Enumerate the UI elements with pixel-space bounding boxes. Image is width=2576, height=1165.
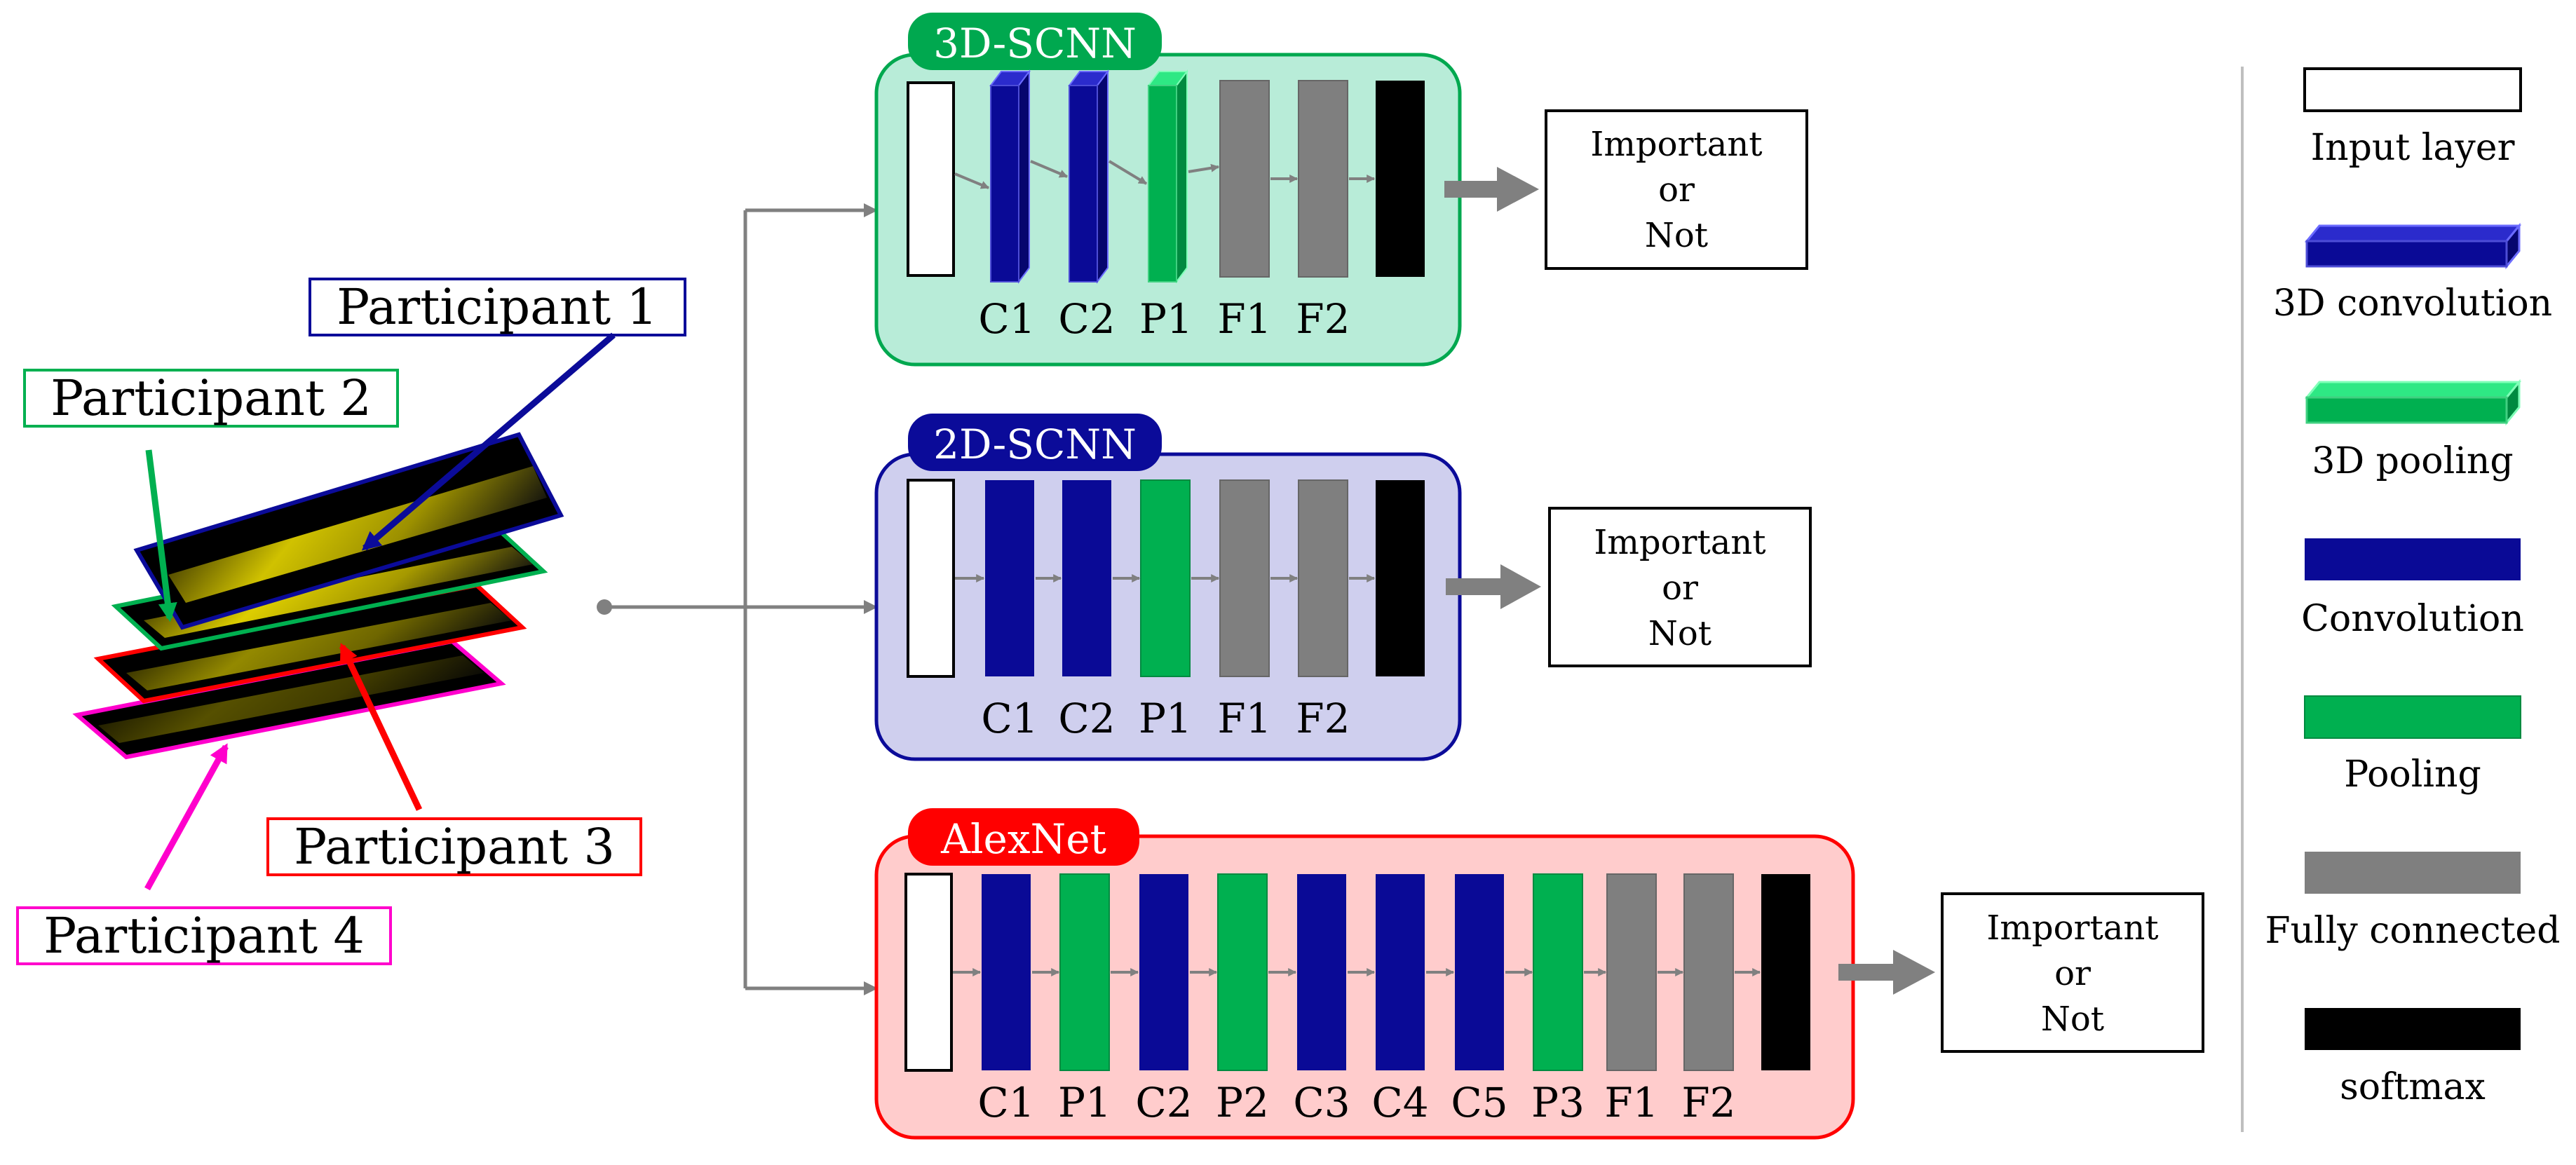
scnn2d-output-line-3: Not (1648, 614, 1711, 653)
scnn2d-label-f2: F2 (1296, 695, 1350, 742)
pool3d-layer-p1 (1147, 69, 1188, 284)
scnn3d-label-p1: P1 (1139, 295, 1193, 343)
conv3d-layer-c2 (1068, 69, 1109, 284)
scnn2d-label-p1: P1 (1139, 695, 1192, 742)
pool-layer-p2 (1217, 873, 1268, 1071)
participant-2-label: Participant 2 (50, 369, 372, 427)
alexnet-label-p3: P3 (1531, 1079, 1585, 1126)
scnn2d-title: 2D-SCNN (933, 421, 1137, 468)
softmax-layer (1376, 480, 1425, 676)
fc-layer-f1 (1219, 80, 1270, 278)
fully-connected-swatch (2305, 852, 2521, 894)
fc-layer-f2 (1298, 479, 1348, 677)
scnn3d-output-line-3: Not (1645, 216, 1708, 255)
participant-3-label: Participant 3 (294, 818, 615, 876)
alexnet-output-line-1: Important (1986, 908, 2158, 948)
softmax-layer (1376, 81, 1425, 277)
3d-convolution-swatch (2304, 222, 2522, 270)
fc-layer-f1 (1606, 873, 1657, 1071)
scnn2d-label-f1: F1 (1217, 695, 1271, 742)
fc-layer-f2 (1298, 80, 1348, 278)
softmax-layer (1761, 874, 1810, 1070)
conv-layer-c5 (1455, 874, 1504, 1070)
participant-1-label: Participant 1 (337, 278, 658, 336)
scnn3d-label-f2: F2 (1296, 295, 1350, 343)
alexnet-label-c4: C4 (1371, 1079, 1428, 1126)
scnn3d-panel: 3D-SCNN C1 C2 P1 F1 (874, 13, 1462, 367)
pool-layer-p1 (1059, 873, 1110, 1071)
alexnet-output-line-3: Not (2041, 1000, 2104, 1039)
participant-image-stack (72, 432, 564, 760)
fc-layer-f2 (1683, 873, 1734, 1071)
scnn2d-output-line-2: or (1662, 568, 1698, 608)
legend-pooling-label: Pooling (2344, 754, 2481, 796)
pool-layer-p1 (1140, 479, 1191, 677)
alexnet-panel: AlexNet C1 P1 C2 P2 C3 C4 (874, 808, 1855, 1140)
scnn2d-label-c1: C1 (981, 695, 1038, 742)
alexnet-output-arrow (1838, 950, 1935, 995)
legend-convolution-label: Convolution (2301, 598, 2524, 640)
pool-layer-p3 (1533, 873, 1583, 1071)
alexnet-label-f2: F2 (1681, 1079, 1735, 1126)
alexnet-output-line-2: or (2054, 954, 2091, 993)
input-layer (904, 873, 953, 1072)
alexnet-label-f1: F1 (1604, 1079, 1658, 1126)
scnn3d-label-f1: F1 (1217, 295, 1271, 343)
conv-layer-c2 (1062, 480, 1111, 676)
scnn2d-output-line-1: Important (1594, 523, 1765, 562)
3d-pooling-swatch (2304, 379, 2522, 426)
input-layer (907, 81, 955, 277)
input-layer (907, 479, 955, 678)
legend-softmax-label: softmax (2340, 1066, 2486, 1108)
scnn3d-title: 3D-SCNN (933, 20, 1137, 67)
input-layer-swatch (2303, 67, 2522, 112)
legend: Input layer 3D convolution 3D pooling Co… (2265, 67, 2561, 1108)
legend-input-layer-label: Input layer (2311, 127, 2515, 169)
alexnet-label-p1: P1 (1058, 1079, 1111, 1126)
conv-layer-c4 (1376, 874, 1425, 1070)
alexnet-label-c3: C3 (1293, 1079, 1350, 1126)
softmax-swatch (2305, 1008, 2521, 1050)
alexnet-title: AlexNet (940, 815, 1106, 863)
alexnet-label-c2: C2 (1135, 1079, 1192, 1126)
scnn2d-panel: 2D-SCNN C1 C2 P1 F1 F2 (874, 414, 1462, 761)
pooling-swatch (2304, 695, 2521, 739)
scnn3d-output-line-2: or (1658, 170, 1695, 210)
conv-layer-c1 (982, 874, 1031, 1070)
scnn2d-label-c2: C2 (1058, 695, 1115, 742)
alexnet-label-c1: C1 (977, 1079, 1034, 1126)
legend-3d-convolution-label: 3D convolution (2273, 282, 2552, 325)
alexnet-label-c5: C5 (1451, 1079, 1507, 1126)
scnn3d-label-c1: C1 (978, 295, 1035, 343)
branch-connector (597, 203, 878, 995)
scnn3d-label-c2: C2 (1058, 295, 1115, 343)
conv-layer-c2 (1139, 874, 1188, 1070)
alexnet-label-p2: P2 (1216, 1079, 1269, 1126)
conv3d-layer-c1 (989, 69, 1031, 284)
convolution-swatch (2305, 538, 2521, 580)
conv-layer-c1 (985, 480, 1034, 676)
scnn3d-output-arrow (1444, 167, 1539, 212)
scnn2d-output-arrow (1446, 564, 1541, 609)
conv-layer-c3 (1297, 874, 1346, 1070)
participant-4-label: Participant 4 (43, 907, 365, 965)
fc-layer-f1 (1219, 479, 1270, 677)
legend-fully-connected-label: Fully connected (2265, 910, 2560, 952)
scnn3d-output-line-1: Important (1590, 125, 1762, 164)
legend-3d-pooling-label: 3D pooling (2312, 440, 2513, 482)
